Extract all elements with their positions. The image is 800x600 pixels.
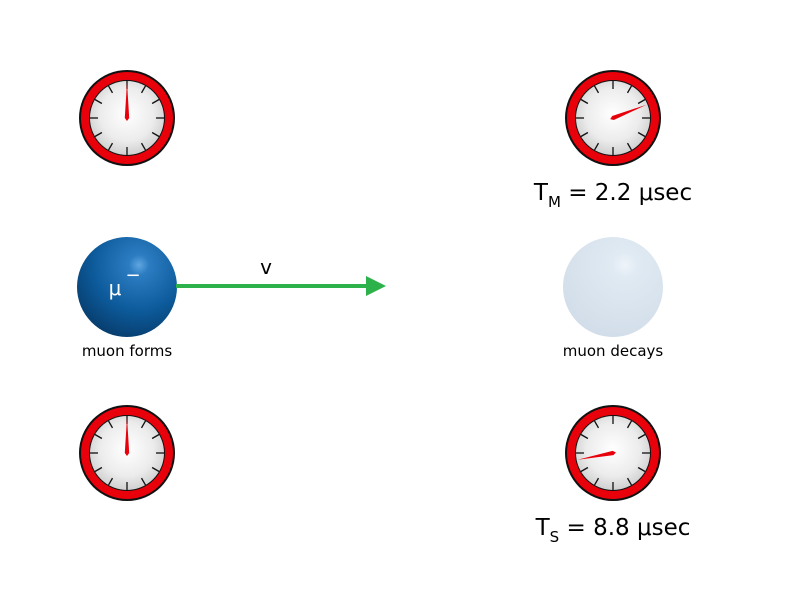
clock-start-stationary-frame bbox=[79, 405, 175, 501]
clock-end-muon-frame bbox=[565, 70, 661, 166]
stationary-time-label: TS = 8.8 μsec bbox=[535, 515, 691, 546]
velocity-label: v bbox=[260, 255, 272, 279]
muon-sphere-icon bbox=[77, 237, 177, 337]
velocity-arrow-icon bbox=[176, 276, 386, 296]
muon-decays-label: muon decays bbox=[563, 342, 664, 360]
muon-particle: μ − bbox=[77, 237, 177, 337]
clock-start-muon-frame bbox=[79, 70, 175, 166]
muon-symbol: μ bbox=[109, 276, 122, 300]
muon-charge: − bbox=[125, 265, 140, 286]
muon-forms-label: muon forms bbox=[82, 342, 173, 360]
muon-decayed-sphere-icon bbox=[563, 237, 663, 337]
clock-end-stationary-frame bbox=[565, 405, 661, 501]
muon-time-label: TM = 2.2 μsec bbox=[533, 180, 692, 211]
